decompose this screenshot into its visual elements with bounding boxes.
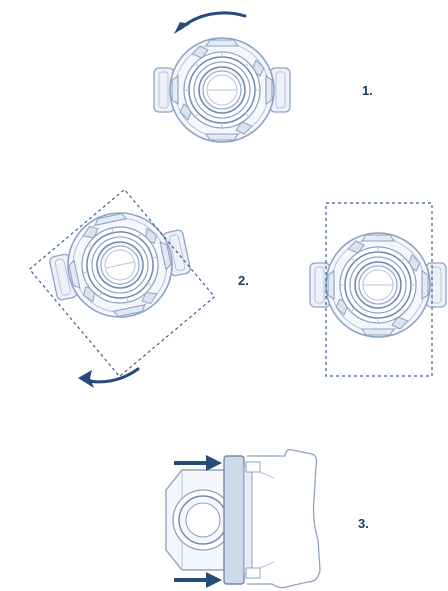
step-3-side-view bbox=[165, 448, 321, 589]
aligned-outline bbox=[325, 202, 433, 377]
rotate-counterclockwise-arrow-icon bbox=[84, 367, 140, 384]
step-2-label: 2. bbox=[238, 273, 249, 288]
rotate-arrowhead-icon bbox=[174, 14, 190, 34]
step-2-rotated-fitting bbox=[28, 188, 216, 378]
step-1-fitting bbox=[153, 37, 291, 143]
rotate-arrowhead-icon bbox=[78, 370, 94, 388]
step-2-aligned-fitting bbox=[309, 202, 447, 377]
rotated-outline bbox=[28, 188, 216, 378]
push-arrow-top-icon bbox=[174, 455, 222, 471]
rotate-counterclockwise-arrow-icon bbox=[179, 11, 247, 30]
push-arrow-bottom-icon bbox=[174, 572, 222, 588]
step-1-label: 1. bbox=[362, 83, 373, 98]
step-3-label: 3. bbox=[358, 516, 369, 531]
